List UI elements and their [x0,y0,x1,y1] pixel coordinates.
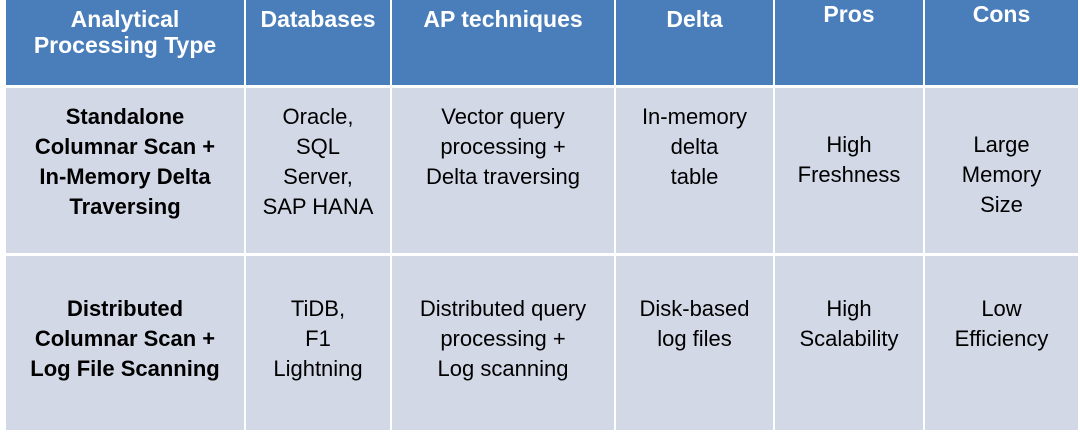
column-header-pros-label: Pros [823,1,875,27]
column-header-delta-label: Delta [666,6,723,32]
analytical-processing-comparison-table: Analytical Processing Type Databases AP … [6,0,1078,430]
cell-pros: High Scalability [775,256,925,430]
cell-cons-text: Low Efficiency [954,296,1049,352]
cell-delta: In-memory delta table [616,88,775,257]
cell-ap-techniques: Distributed query processing + Log scann… [392,256,616,430]
cell-databases-text: TiDB, F1 Lightning [273,296,363,382]
cell-pros-text: High Scalability [799,296,899,352]
cell-databases: Oracle, SQL Server, SAP HANA [246,88,392,257]
cell-delta: Disk-based log files [616,256,775,430]
cell-processing-type-text: Standalone Columnar Scan + In-Memory Del… [34,104,216,219]
cell-ap-techniques-text: Distributed query processing + Log scann… [419,296,587,382]
column-header-cons-label: Cons [972,1,1031,27]
column-header-pros: Pros [775,0,925,88]
cell-pros: High Freshness [775,88,925,257]
cell-databases: TiDB, F1 Lightning [246,256,392,430]
column-header-databases-label: Databases [260,6,376,32]
cell-processing-type: Distributed Columnar Scan + Log File Sca… [6,256,246,430]
column-header-processing-type-label: Analytical Processing Type [33,6,217,58]
column-header-cons: Cons [925,0,1078,88]
cell-delta-text: Disk-based log files [639,296,750,352]
table-row: Distributed Columnar Scan + Log File Sca… [6,256,1078,430]
cell-ap-techniques: Vector query processing + Delta traversi… [392,88,616,257]
cell-ap-techniques-text: Vector query processing + Delta traversi… [425,104,581,189]
column-header-processing-type: Analytical Processing Type [6,0,246,88]
table-body: Standalone Columnar Scan + In-Memory Del… [6,88,1078,430]
column-header-ap-techniques: AP techniques [392,0,616,88]
comparison-table-container: Analytical Processing Type Databases AP … [6,0,1078,430]
table-header-row: Analytical Processing Type Databases AP … [6,0,1078,88]
column-header-delta: Delta [616,0,775,88]
cell-cons: Large Memory Size [925,88,1078,257]
column-header-ap-techniques-label: AP techniques [423,6,583,32]
table-row: Standalone Columnar Scan + In-Memory Del… [6,88,1078,257]
table-header: Analytical Processing Type Databases AP … [6,0,1078,88]
cell-cons-text: Large Memory Size [961,132,1042,217]
cell-delta-text: In-memory delta table [641,104,748,189]
cell-cons: Low Efficiency [925,256,1078,430]
column-header-databases: Databases [246,0,392,88]
cell-databases-text: Oracle, SQL Server, SAP HANA [262,104,374,219]
cell-processing-type: Standalone Columnar Scan + In-Memory Del… [6,88,246,257]
cell-processing-type-text: Distributed Columnar Scan + Log File Sca… [30,296,220,382]
cell-pros-text: High Freshness [797,132,901,187]
